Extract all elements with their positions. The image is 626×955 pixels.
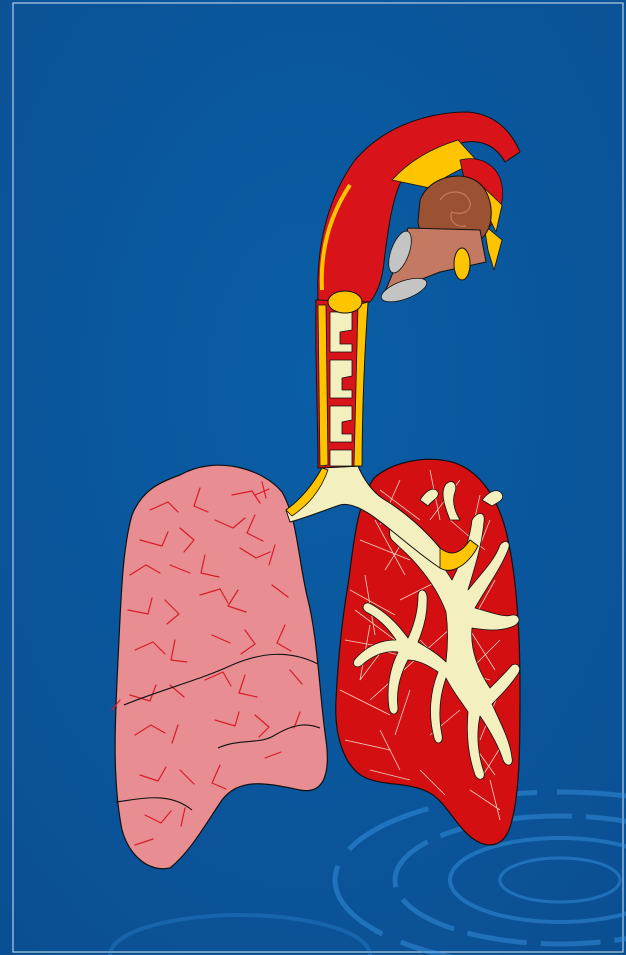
trachea	[316, 300, 368, 468]
